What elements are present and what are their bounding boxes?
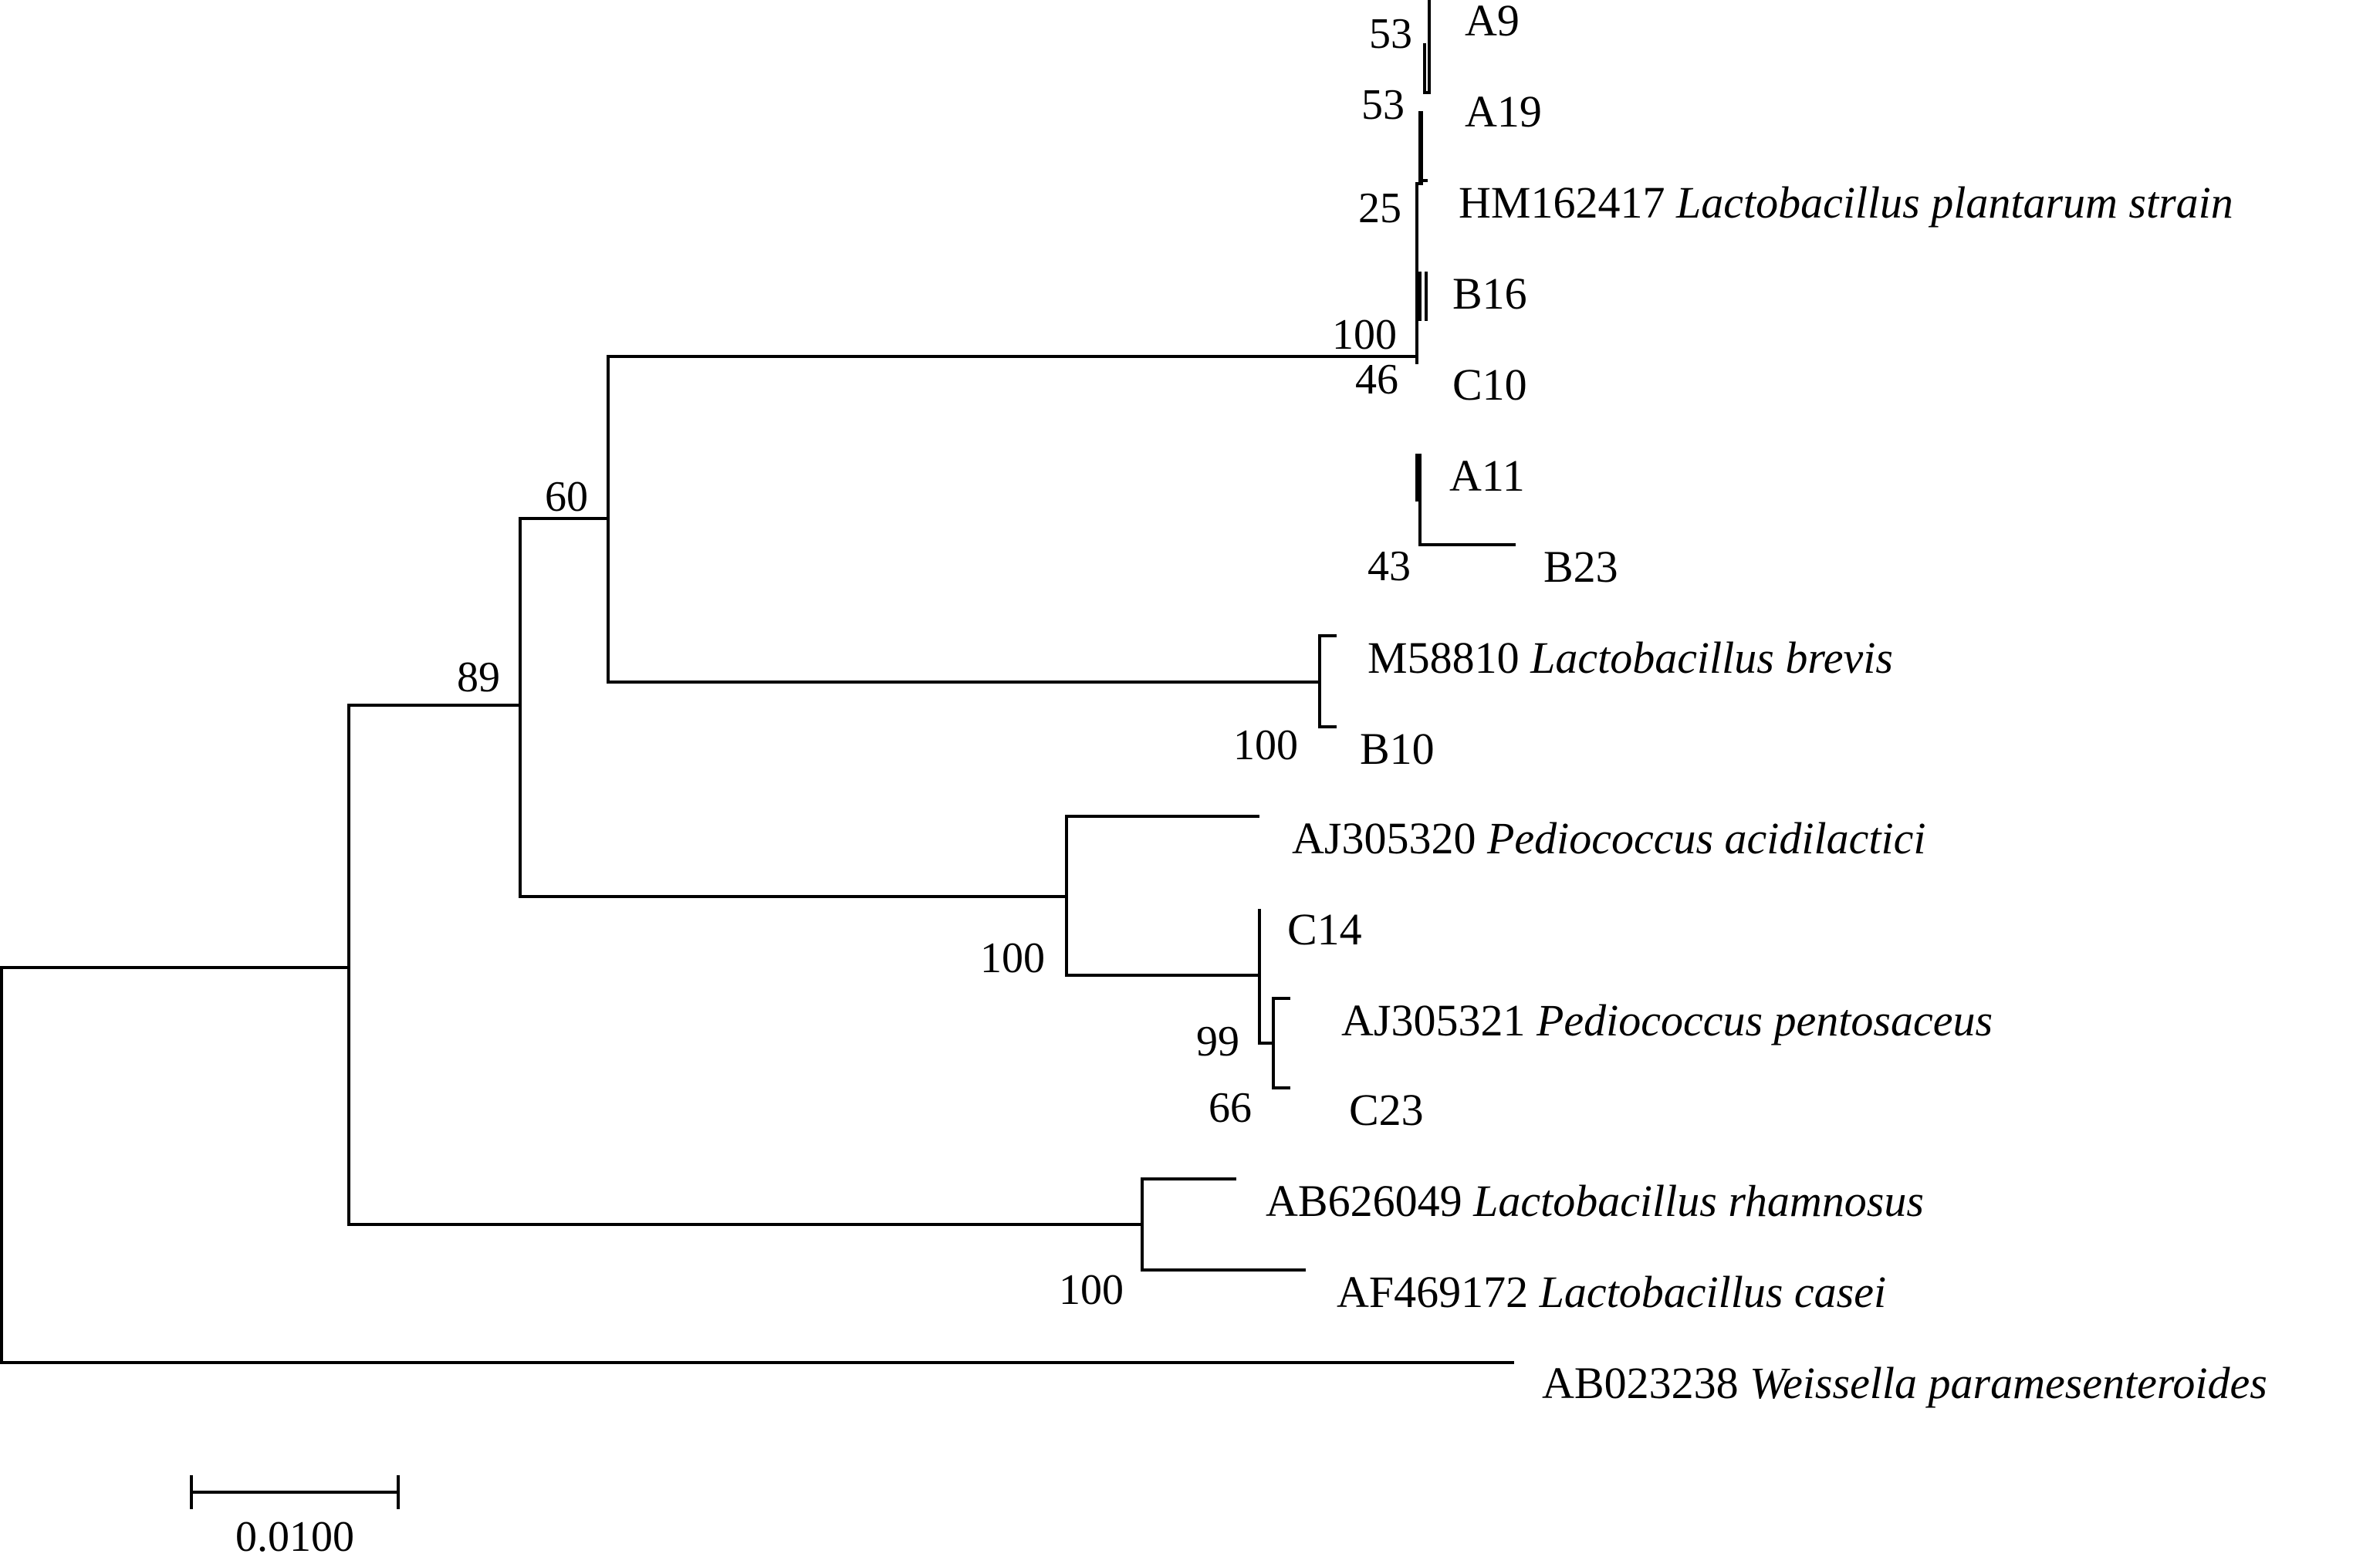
branch-a11-b23 [1415, 454, 1516, 546]
bootstrap-pentosaceus-c23: 66 [1209, 1084, 1252, 1132]
taxon-a19: A19 [1465, 86, 1542, 137]
taxon-species: Lactobacillus casei [1539, 1267, 1886, 1317]
scale-bar-label: 0.0100 [235, 1513, 354, 1557]
bootstrap-pediococcus-clade: 100 [980, 934, 1045, 982]
bootstrap-lactobacillus-pair: 60 [545, 473, 588, 521]
taxon-af469172: AF469172 Lactobacillus casei [1337, 1267, 1886, 1317]
tree-branches [0, 0, 1516, 1364]
taxon-ab626049: AB626049 Lactobacillus rhamnosus [1266, 1176, 1924, 1226]
branch-b16-c10 [1418, 272, 1428, 321]
taxon-aj305320: AJ305320 Pediococcus acidilactici [1292, 813, 1925, 863]
bootstrap-rhamnosus-casei: 100 [1059, 1266, 1124, 1314]
taxon-b23: B23 [1543, 542, 1618, 592]
bootstrap-plantarum-clade: 100 [1332, 311, 1397, 359]
taxon-c14: C14 [1287, 904, 1362, 954]
taxon-accession: AJ305321 [1341, 995, 1525, 1045]
taxon-m58810: M58810 Lactobacillus brevis [1367, 633, 1893, 683]
scale-bar-line [190, 1475, 400, 1509]
scale-bar: 0.0100 [190, 1475, 400, 1557]
taxon-b10: B10 [1360, 724, 1435, 774]
taxon-species: Pediococcus pentosaceus [1536, 995, 1993, 1045]
taxon-species: Lactobacillus rhamnosus [1472, 1176, 1924, 1226]
bootstrap-values: 53 53 25 100 46 43 60 89 100 100 99 66 1… [457, 10, 1412, 1314]
taxon-species: Lactobacillus plantarum strain [1675, 177, 2233, 228]
taxon-species: Lactobacillus brevis [1530, 633, 1893, 683]
bootstrap-c14-node: 99 [1196, 1018, 1239, 1066]
bootstrap-a9-a19: 53 [1369, 10, 1412, 58]
bootstrap-plantarum-inner: 25 [1358, 184, 1401, 232]
taxon-species: Pediococcus acidilactici [1486, 813, 1926, 863]
branch-a9-node [1423, 0, 1431, 94]
taxon-accession: M58810 [1367, 633, 1520, 683]
bootstrap-b16-c10: 46 [1355, 356, 1398, 404]
taxon-ab023238: AB023238 Weissella paramesenteroides [1542, 1358, 2267, 1408]
taxon-a9: A9 [1465, 0, 1520, 46]
taxon-accession: AB626049 [1266, 1176, 1462, 1226]
taxon-a11: A11 [1449, 451, 1525, 501]
bootstrap-a19-hm: 53 [1361, 81, 1405, 129]
taxon-accession: HM162417 [1459, 177, 1665, 228]
taxon-species: Weissella paramesenteroides [1750, 1358, 2267, 1408]
taxon-c10: C10 [1452, 360, 1527, 410]
taxon-labels: A9 A19 HM162417 Lactobacillus plantarum … [1266, 0, 2267, 1408]
bootstrap-b23-node: 43 [1367, 542, 1411, 590]
taxon-c23: C23 [1349, 1085, 1424, 1135]
taxon-hm162417: HM162417 Lactobacillus plantarum strain [1459, 177, 2233, 228]
bootstrap-ingroup: 89 [457, 654, 500, 701]
taxon-accession: AJ305320 [1292, 813, 1476, 863]
taxon-b16: B16 [1452, 269, 1527, 319]
taxon-accession: AF469172 [1337, 1267, 1528, 1317]
taxon-accession: AB023238 [1542, 1358, 1739, 1408]
bootstrap-brevis-clade: 100 [1233, 721, 1298, 769]
taxon-aj305321: AJ305321 Pediococcus pentosaceus [1341, 995, 1993, 1045]
branch-a19-node [1420, 111, 1428, 182]
